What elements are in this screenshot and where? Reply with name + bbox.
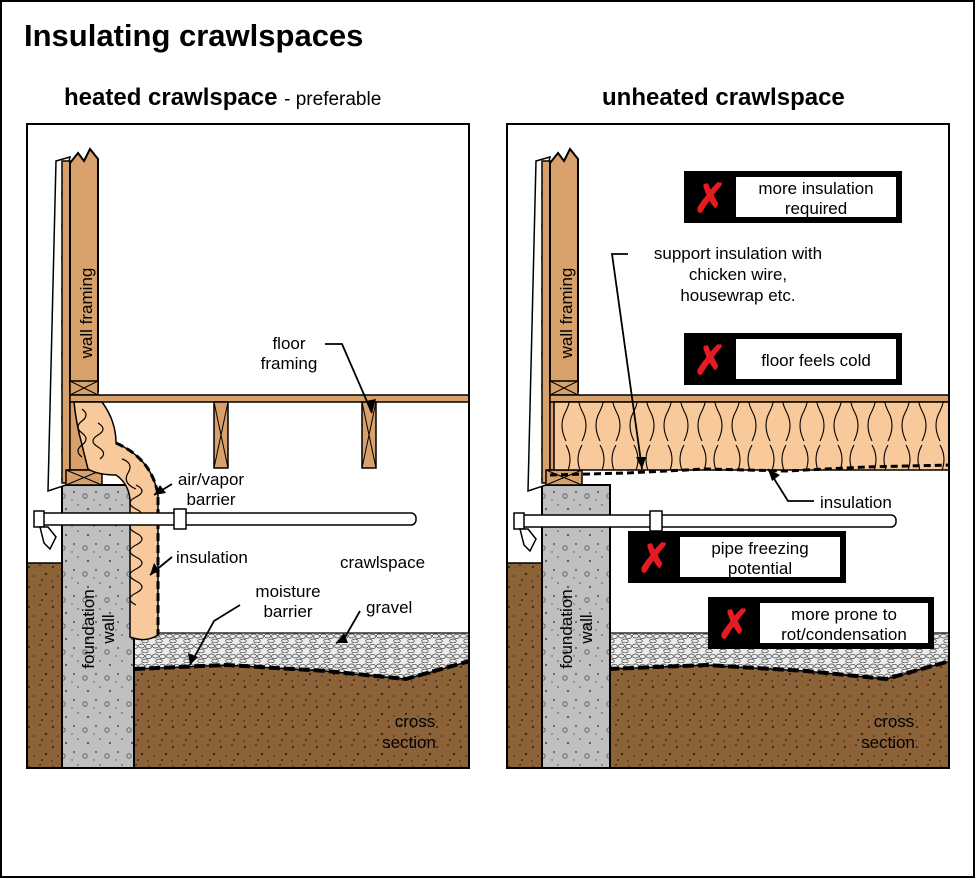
wall-framing-label: wall framing [557,268,576,360]
heated-heading-text: heated crawlspace [64,84,278,111]
x-mark-icon: ✗ [693,177,727,221]
foundation-wall-label: foundationwall [557,589,596,668]
foundation-wall [541,484,611,769]
air-vapor-barrier [115,441,160,635]
floor-joist [361,401,377,469]
heated-crawlspace-heading: heated crawlspace - preferable [64,84,381,112]
water-pipe [33,508,417,551]
foundation-wall-label: foundationwall [79,589,118,668]
water-pipe [513,510,897,553]
moisture-barrier [133,659,470,682]
crawlspace-label: crawlspace [340,553,425,572]
x-mark-icon: ✗ [717,603,751,647]
subfloor [69,394,470,403]
wall-framing-label: wall framing [77,268,96,360]
preferable-note: - preferable [284,89,382,110]
insulation-support [549,463,950,477]
page-title: Insulating crawlspaces [24,18,364,53]
insulation-label: insulation [176,548,248,567]
floor-insulation [553,401,950,471]
wall-sheathing [61,160,71,484]
unheated-crawlspace-heading: unheated crawlspace [602,84,845,111]
x-mark-icon: ✗ [637,537,671,581]
gravel-label: gravel [366,598,412,617]
warning-text: floor feels cold [761,351,871,370]
foundation-wall [61,484,135,769]
warning-floor-cold: ✗ floor feels cold [684,333,902,385]
floor-joist [213,401,229,469]
subfloor [549,394,950,403]
x-mark-icon: ✗ [693,339,727,383]
wall-insulation [73,401,159,641]
wall-sheathing [541,160,551,484]
insulation-label: insulation [820,493,892,512]
moisture-barrier [607,659,950,682]
